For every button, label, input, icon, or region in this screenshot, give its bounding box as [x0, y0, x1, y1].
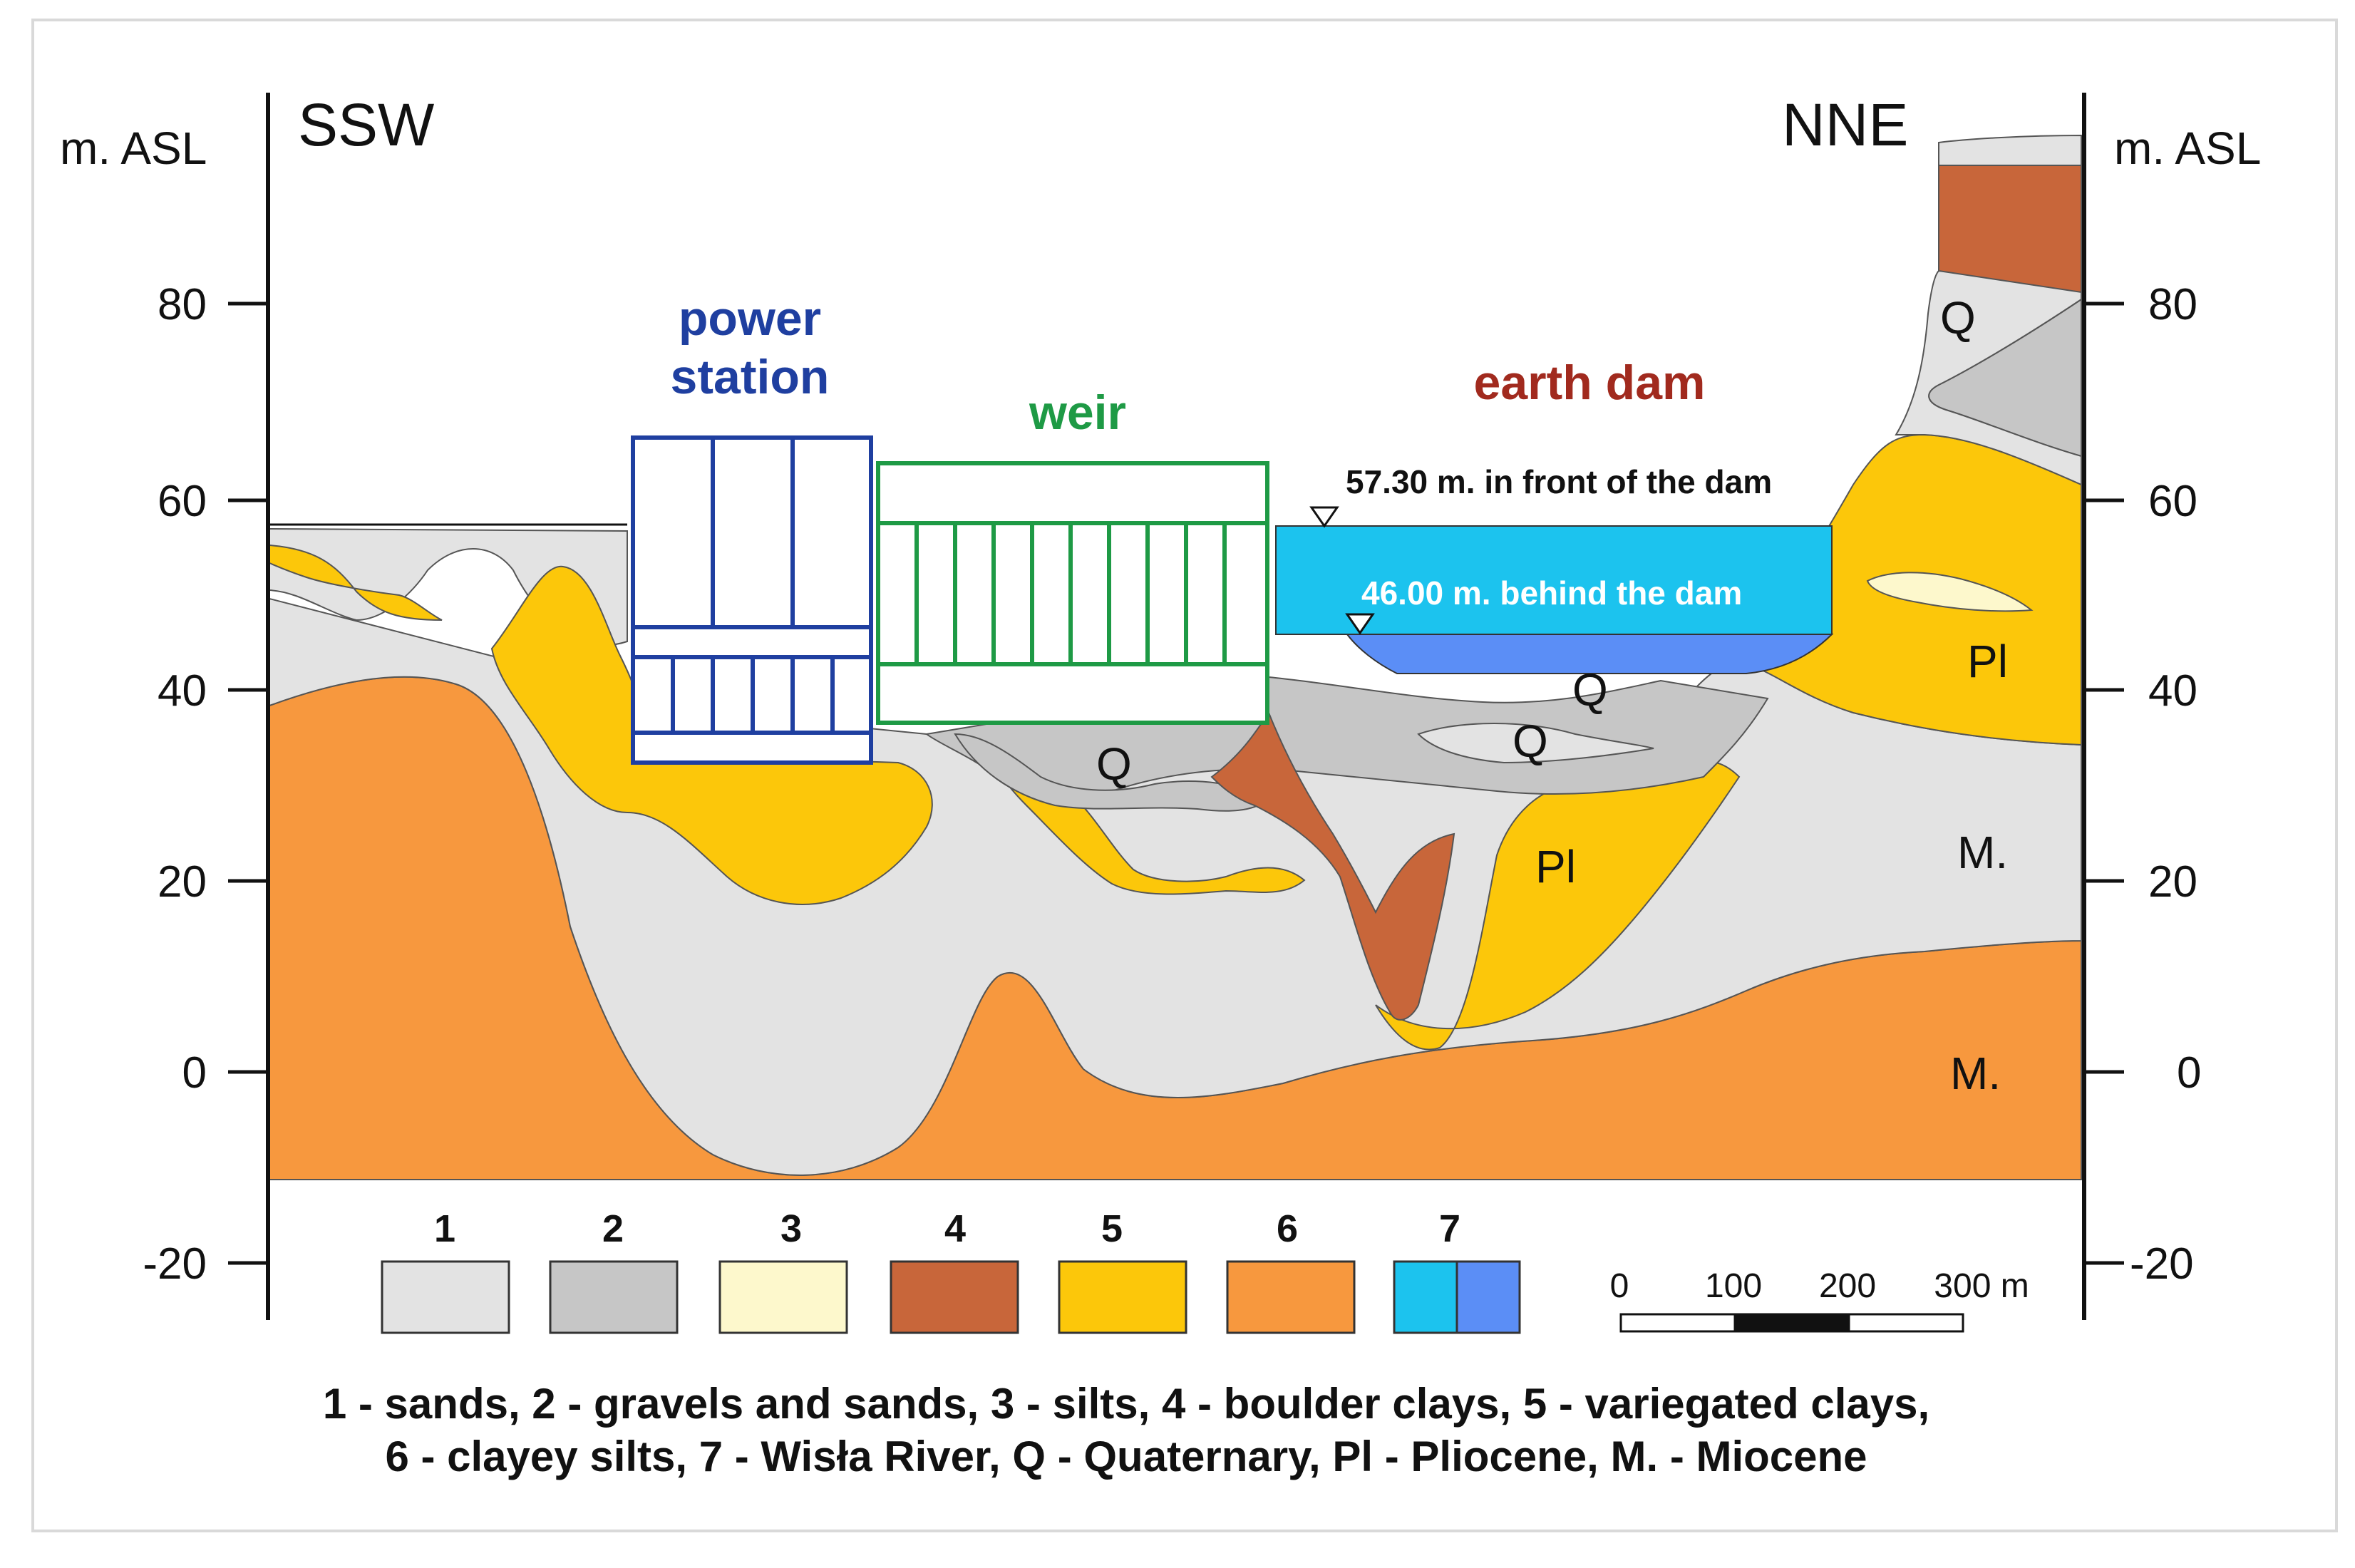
legend: 1 2 3 4 5 6 7: [381, 1207, 1521, 1334]
weir-label: weir: [1029, 386, 1126, 440]
legend-swatch-river-behind: [1455, 1260, 1521, 1334]
earth-dam-label: earth dam: [1474, 356, 1706, 410]
layer-sands-cap: [1938, 134, 2082, 166]
direction-right: NNE: [1782, 91, 1908, 158]
layer-boulder-clay-top-right: [1938, 163, 2082, 294]
water-marker-front: [1309, 506, 1339, 528]
tick-label-right: 40: [2148, 666, 2197, 716]
scale-label: 200: [1819, 1267, 1876, 1305]
layer-variegated-left: [269, 544, 443, 621]
tick-label-right: 60: [2148, 477, 2197, 526]
tick-label-right: 20: [2148, 857, 2197, 907]
legend-caption-line1: 1 - sands, 2 - gravels and sands, 3 - si…: [323, 1380, 1929, 1428]
water-marker-behind: [1345, 613, 1375, 635]
tick-label-left: 20: [158, 857, 207, 907]
legend-swatch-sands: [381, 1260, 510, 1334]
tick-label-right: -20: [2130, 1239, 2194, 1289]
unit-label-pl: Pl: [1535, 841, 1576, 892]
legend-number: 5: [1101, 1207, 1123, 1250]
direction-left: SSW: [298, 91, 434, 158]
tick-label-left: 0: [182, 1048, 207, 1098]
weir-structure: [876, 461, 1269, 725]
right-ticks: [2084, 301, 2124, 1265]
unit-label-pl: Pl: [1967, 636, 2008, 687]
legend-swatch-gravels: [549, 1260, 679, 1334]
legend-swatch-variegated-clays: [1058, 1260, 1187, 1334]
tick-label-right: 0: [2177, 1048, 2201, 1098]
layer-boulder-clay-v: [1210, 711, 1455, 1021]
scale-label: 100: [1705, 1267, 1762, 1305]
unit-label-m: M.: [1957, 827, 2008, 878]
unit-label-q: Q: [1096, 738, 1132, 790]
tick-label-left: 80: [158, 280, 207, 329]
power-station-structure: [631, 435, 873, 765]
river-behind: [1345, 634, 1834, 674]
left-axis-unit: m. ASL: [60, 123, 207, 174]
tick-label-right: 80: [2148, 280, 2197, 329]
water-level-behind-label: 46.00 m. behind the dam: [1361, 574, 1742, 612]
unit-label-q: Q: [1940, 292, 1976, 344]
legend-number: 4: [944, 1207, 966, 1250]
legend-swatch-boulder-clays: [890, 1260, 1019, 1334]
legend-number: 6: [1277, 1207, 1298, 1250]
legend-number: 1: [434, 1207, 455, 1250]
right-axis-unit: m. ASL: [2114, 123, 2261, 174]
unit-label-m: M.: [1950, 1048, 2001, 1099]
tick-label-left: 40: [158, 666, 207, 716]
scale-label: 0: [1610, 1267, 1629, 1305]
legend-number: 7: [1439, 1207, 1460, 1250]
legend-swatch-river-front: [1393, 1260, 1458, 1334]
unit-label-q: Q: [1513, 716, 1548, 767]
layer-variegated-center: [982, 740, 1306, 895]
left-ticks: [228, 301, 268, 1265]
layer-sands-right-top: [1895, 269, 2082, 486]
tick-label-left: 60: [158, 477, 207, 526]
layer-silt-lens: [1866, 572, 2034, 612]
legend-swatch-silts: [718, 1260, 848, 1334]
scale-bar: 0 100 200 300 m: [1610, 1267, 2029, 1333]
water-level-front-label: 57.30 m. in front of the dam: [1346, 463, 1772, 500]
tick-label-left: -20: [143, 1239, 207, 1289]
power-station-label: station: [671, 350, 830, 404]
legend-swatch-clayey-silts: [1226, 1260, 1356, 1334]
layer-variegated-center-left: [490, 565, 933, 905]
legend-number: 2: [602, 1207, 624, 1250]
scale-label: 300 m: [1934, 1267, 2029, 1305]
layer-sands-q-lens: [1417, 723, 1654, 764]
legend-number: 3: [780, 1207, 802, 1250]
power-station-label: power: [679, 292, 821, 346]
unit-label-q: Q: [1572, 664, 1608, 716]
legend-caption-line2: 6 - clayey silts, 7 - Wisła River, Q - Q…: [385, 1433, 1867, 1480]
